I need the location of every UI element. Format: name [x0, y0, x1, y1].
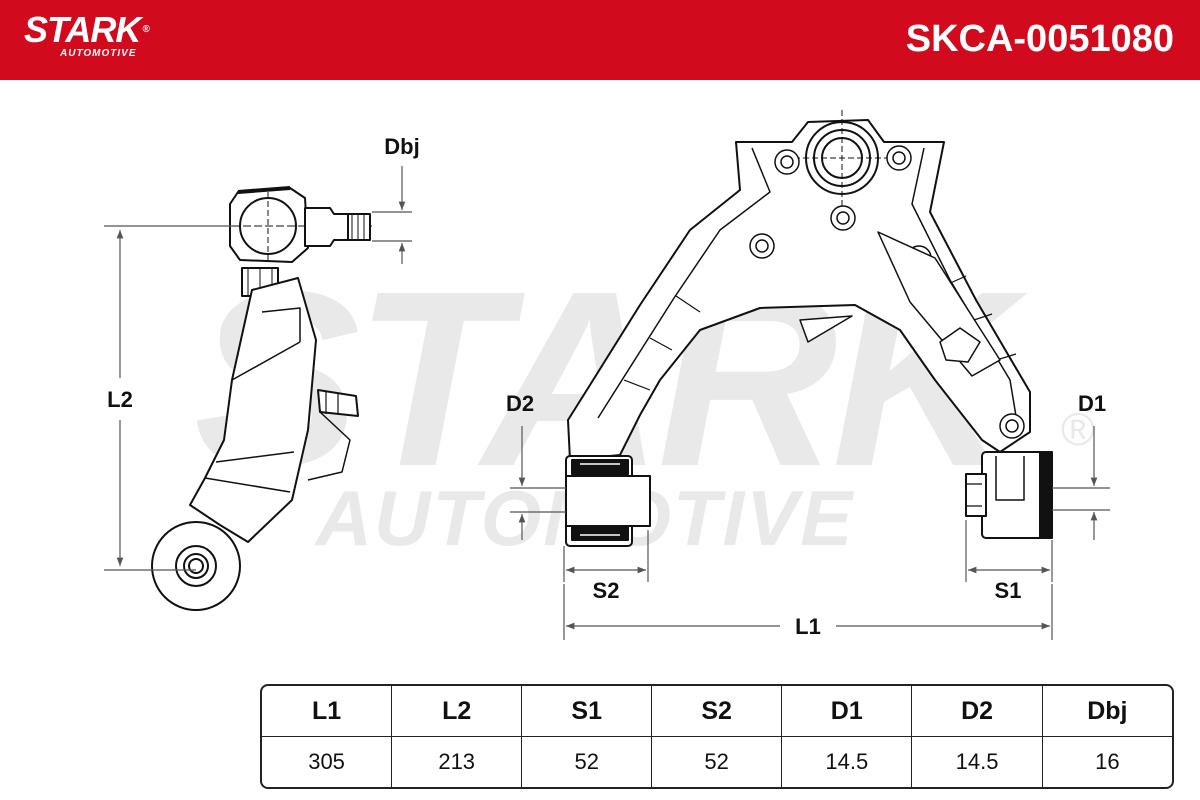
- table-value-cell: 14.5: [912, 737, 1043, 787]
- header-bar: STARK® AUTOMOTIVE SKCA-0051080: [0, 0, 1200, 80]
- watermark-registered-mark: ®: [1061, 403, 1095, 455]
- table-header-cell: D1: [782, 686, 913, 737]
- dim-dbj: [372, 166, 412, 264]
- label-l1: L1: [795, 614, 821, 639]
- table-row: 305 213 52 52 14.5 14.5 16: [262, 737, 1172, 787]
- logo-subtext: AUTOMOTIVE: [60, 48, 137, 59]
- dimensions-table: L1 L2 S1 S2 D1 D2 Dbj 305 213 52 52 14.5…: [260, 684, 1174, 789]
- label-s1: S1: [995, 578, 1022, 603]
- label-d1: D1: [1078, 391, 1106, 416]
- dim-s2: [563, 530, 649, 582]
- side-view-control-arm: [151, 186, 372, 611]
- label-s2: S2: [593, 578, 620, 603]
- right-bushing: [965, 451, 1053, 539]
- label-dbj: Dbj: [384, 134, 419, 159]
- dim-d1: [1052, 426, 1110, 540]
- ball-joint-stud: [304, 207, 349, 247]
- dim-s1: [965, 520, 1053, 582]
- table-value-cell: 213: [392, 737, 523, 787]
- table-header-cell: L2: [392, 686, 523, 737]
- label-l2: L2: [107, 387, 133, 412]
- table-value-cell: 52: [652, 737, 783, 787]
- table-value-cell: 52: [522, 737, 653, 787]
- table-header-cell: L1: [262, 686, 393, 737]
- part-number: SKCA-0051080: [905, 18, 1174, 60]
- table-value-cell: 16: [1095, 749, 1120, 774]
- dim-l2: [104, 225, 232, 571]
- table-header-cell: S1: [522, 686, 653, 737]
- table-header-cell: Dbj: [1042, 686, 1172, 737]
- technical-drawing: STARK AUTOMOTIVE ®: [104, 110, 1110, 640]
- table-value-cell: 305: [262, 737, 393, 787]
- table-header-row: L1 L2 S1 S2 D1 D2 Dbj: [262, 686, 1172, 737]
- arm-outline: [567, 119, 1031, 461]
- table-header-cell: D2: [912, 686, 1043, 737]
- arm-body: [189, 277, 317, 543]
- label-d2: D2: [506, 391, 534, 416]
- logo-text: STARK®: [24, 9, 150, 50]
- top-view-control-arm: [565, 110, 1053, 547]
- table-value-cell: 14.5: [782, 737, 913, 787]
- brand-logo: STARK® AUTOMOTIVE: [24, 9, 150, 60]
- left-bushing: [565, 455, 651, 547]
- registered-mark: ®: [142, 24, 149, 35]
- dim-l1: [563, 584, 1053, 640]
- table-header-cell: S2: [652, 686, 783, 737]
- dim-d2: [510, 426, 566, 540]
